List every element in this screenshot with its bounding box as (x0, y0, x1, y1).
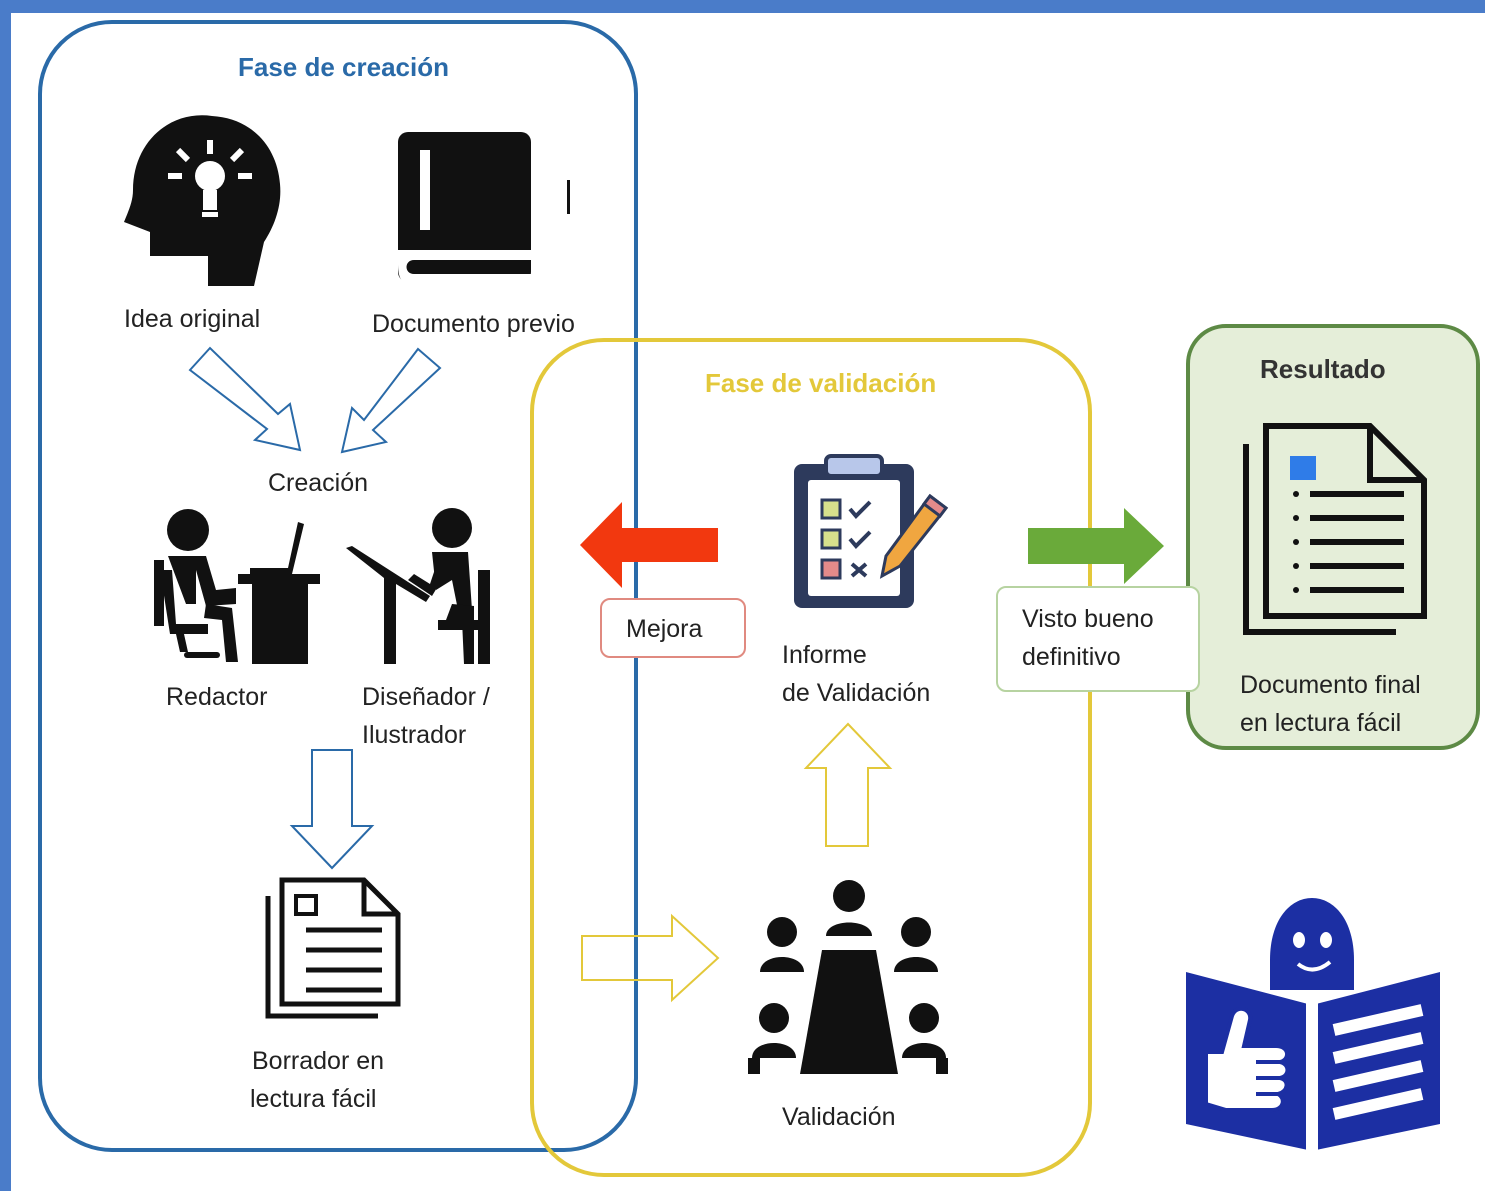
validation-phase-box (530, 338, 1092, 1177)
creation-arrows (188, 346, 442, 870)
result-title: Resultado (1260, 354, 1386, 384)
validacion-label: Validación (782, 1103, 896, 1131)
writer-at-desk-icon (154, 509, 320, 664)
informe-label-line1: Informe (782, 641, 867, 669)
validation-arrows (581, 722, 893, 1003)
visto-bueno-tag-line1: Visto bueno (1022, 605, 1154, 633)
documento-final-label-line2: en lectura fácil (1240, 709, 1402, 737)
visto-bueno-arrow (1028, 508, 1164, 584)
borrador-label-line2: lectura fácil (250, 1085, 377, 1113)
arrow-document-to-creation (340, 347, 442, 454)
frame-top-border (0, 0, 1485, 13)
arrow-validation-to-report (803, 722, 893, 847)
arrow-designers-to-draft (289, 749, 375, 870)
head-lightbulb-icon (124, 115, 281, 286)
creation-phase-title: Fase de creación (238, 52, 449, 82)
borrador-label-line1: Borrador en (252, 1047, 385, 1075)
checklist-clipboard-icon (794, 454, 949, 608)
final-document-icon (1243, 423, 1427, 635)
mejora-tag: Mejora (600, 598, 746, 658)
book-icon (398, 132, 570, 284)
visto-bueno-tag-line2: definitivo (1022, 643, 1121, 671)
visto-bueno-tag: Visto bueno definitivo (996, 586, 1200, 692)
documento-previo-label: Documento previo (372, 310, 575, 338)
redactor-label: Redactor (166, 683, 268, 711)
mejora-arrow (580, 502, 718, 588)
creacion-label: Creación (268, 469, 369, 497)
informe-label-line2: de Validación (782, 679, 931, 707)
disenador-label-line1: Diseñador / (362, 683, 490, 711)
documento-final-label-line1: Documento final (1240, 671, 1421, 699)
arrow-idea-to-creation (188, 346, 302, 452)
idea-original-label: Idea original (124, 305, 261, 333)
validation-phase-title: Fase de validación (705, 368, 937, 398)
creation-phase-box (38, 20, 638, 1152)
arrow-draft-to-validation (581, 913, 720, 1003)
draft-document-icon (265, 877, 401, 1019)
meeting-group-icon (748, 880, 948, 1074)
easy-read-logo-icon (1186, 898, 1440, 1152)
frame-left-border (0, 0, 11, 1191)
mejora-tag-label: Mejora (626, 615, 703, 643)
disenador-label-line2: Ilustrador (362, 721, 467, 749)
designer-at-drafting-table-icon (346, 508, 490, 664)
